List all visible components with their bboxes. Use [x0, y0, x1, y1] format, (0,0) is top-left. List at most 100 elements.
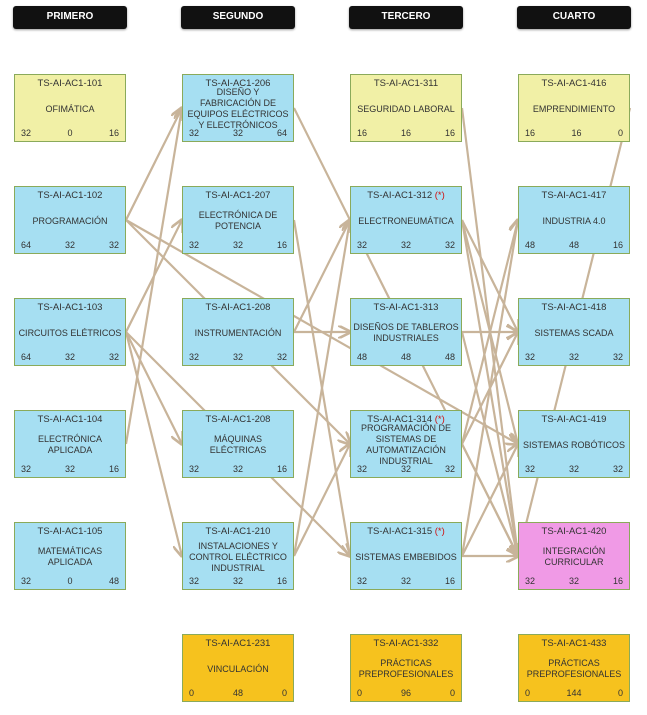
- course-code: TS-AI-AC1-231: [183, 638, 293, 649]
- course-code: TS-AI-AC1-332: [351, 638, 461, 649]
- hours-value-2: 32: [232, 240, 243, 250]
- header-tercero: TERCERO: [349, 6, 463, 29]
- hours-value-1: 32: [189, 464, 200, 474]
- course-name: INSTALACIONES Y CONTROL ELÉCTRICO INDUST…: [189, 540, 287, 573]
- hours-value-1: 64: [21, 352, 32, 362]
- arrow-102-to-206: [125, 108, 182, 221]
- hours-value-2: 32: [568, 576, 579, 586]
- course-code: TS-AI-AC1-315 (*): [351, 526, 461, 537]
- course-name: DISEÑO Y FABRICACIÓN DE EQUIPOS ELÉCTRIC…: [187, 87, 289, 130]
- hours-value-1: 32: [189, 128, 200, 138]
- course-code-text: TS-AI-AC1-418: [541, 302, 607, 313]
- course-code-text: TS-AI-AC1-314: [367, 414, 433, 425]
- hours-value-3: 48: [108, 576, 119, 586]
- hours-value-1: 0: [525, 688, 531, 698]
- course-code-text: TS-AI-AC1-417: [541, 190, 607, 201]
- hours-value-1: 32: [189, 352, 200, 362]
- course-code: TS-AI-AC1-104: [15, 414, 125, 425]
- hours-value-2: 32: [400, 464, 411, 474]
- header-primero: PRIMERO: [13, 6, 127, 29]
- course-name: PROGRAMACIÓN: [32, 215, 108, 226]
- course-code: TS-AI-AC1-312 (*): [351, 190, 461, 201]
- arrow-314-to-417: [460, 220, 518, 445]
- course-name: OFIMÁTICA: [45, 103, 95, 114]
- course-code: TS-AI-AC1-102: [15, 190, 125, 201]
- course-code-text: TS-AI-AC1-208: [205, 414, 271, 425]
- arrow-313-to-420: [460, 331, 518, 556]
- hours-value-3: 0: [617, 128, 623, 138]
- hours-value-2: 0: [67, 128, 73, 138]
- course-name: DISEÑOS DE TABLEROS INDUSTRIALES: [353, 322, 459, 343]
- hours-value-3: 0: [281, 688, 287, 698]
- arrow-104-to-206: [124, 108, 182, 445]
- course-code: TS-AI-AC1-210: [183, 526, 293, 537]
- hours-value-2: 32: [64, 352, 75, 362]
- hours-value-3: 0: [449, 688, 455, 698]
- hours-value-3: 16: [444, 576, 455, 586]
- course-code-text: TS-AI-AC1-420: [541, 526, 607, 537]
- hours-value-1: 32: [525, 352, 536, 362]
- hours-value-1: 48: [357, 352, 368, 362]
- hours-value-2: 32: [232, 128, 243, 138]
- hours-value-1: 32: [21, 464, 32, 474]
- hours-value-1: 32: [525, 464, 536, 474]
- course-name: SEGURIDAD LABORAL: [357, 103, 455, 114]
- hours-value-2: 32: [64, 240, 75, 250]
- arrow-208-to-312: [293, 220, 350, 333]
- course-code-text: TS-AI-AC1-103: [37, 302, 103, 313]
- course-code-text: TS-AI-AC1-433: [541, 638, 607, 649]
- course-name: SISTEMAS EMBEBIDOS: [355, 551, 457, 562]
- course-code: TS-AI-AC1-416: [519, 78, 629, 89]
- hours-value-2: 32: [64, 464, 75, 474]
- hours-value-1: 64: [21, 240, 32, 250]
- hours-value-2: 16: [571, 128, 582, 138]
- course-name: INTEGRACIÓN CURRICULAR: [542, 546, 606, 567]
- course-code-text: TS-AI-AC1-315: [367, 526, 433, 537]
- course-code: TS-AI-AC1-314 (*): [351, 414, 461, 425]
- hours-value-2: 32: [232, 576, 243, 586]
- hours-value-3: 32: [444, 464, 455, 474]
- hours-value-1: 32: [189, 576, 200, 586]
- header-cuarto: CUARTO: [517, 6, 631, 29]
- course-code-text: TS-AI-AC1-311: [373, 78, 439, 89]
- hours-value-3: 32: [612, 352, 623, 362]
- course-code-text: TS-AI-AC1-312: [367, 190, 433, 201]
- required-marker: (*): [432, 190, 445, 201]
- required-marker: (*): [432, 526, 445, 537]
- course-card-314[interactable]: TS-AI-AC1-314 (*)PROGRAMACIÓN DE SISTEMA…: [350, 410, 462, 478]
- hours-value-3: 32: [612, 464, 623, 474]
